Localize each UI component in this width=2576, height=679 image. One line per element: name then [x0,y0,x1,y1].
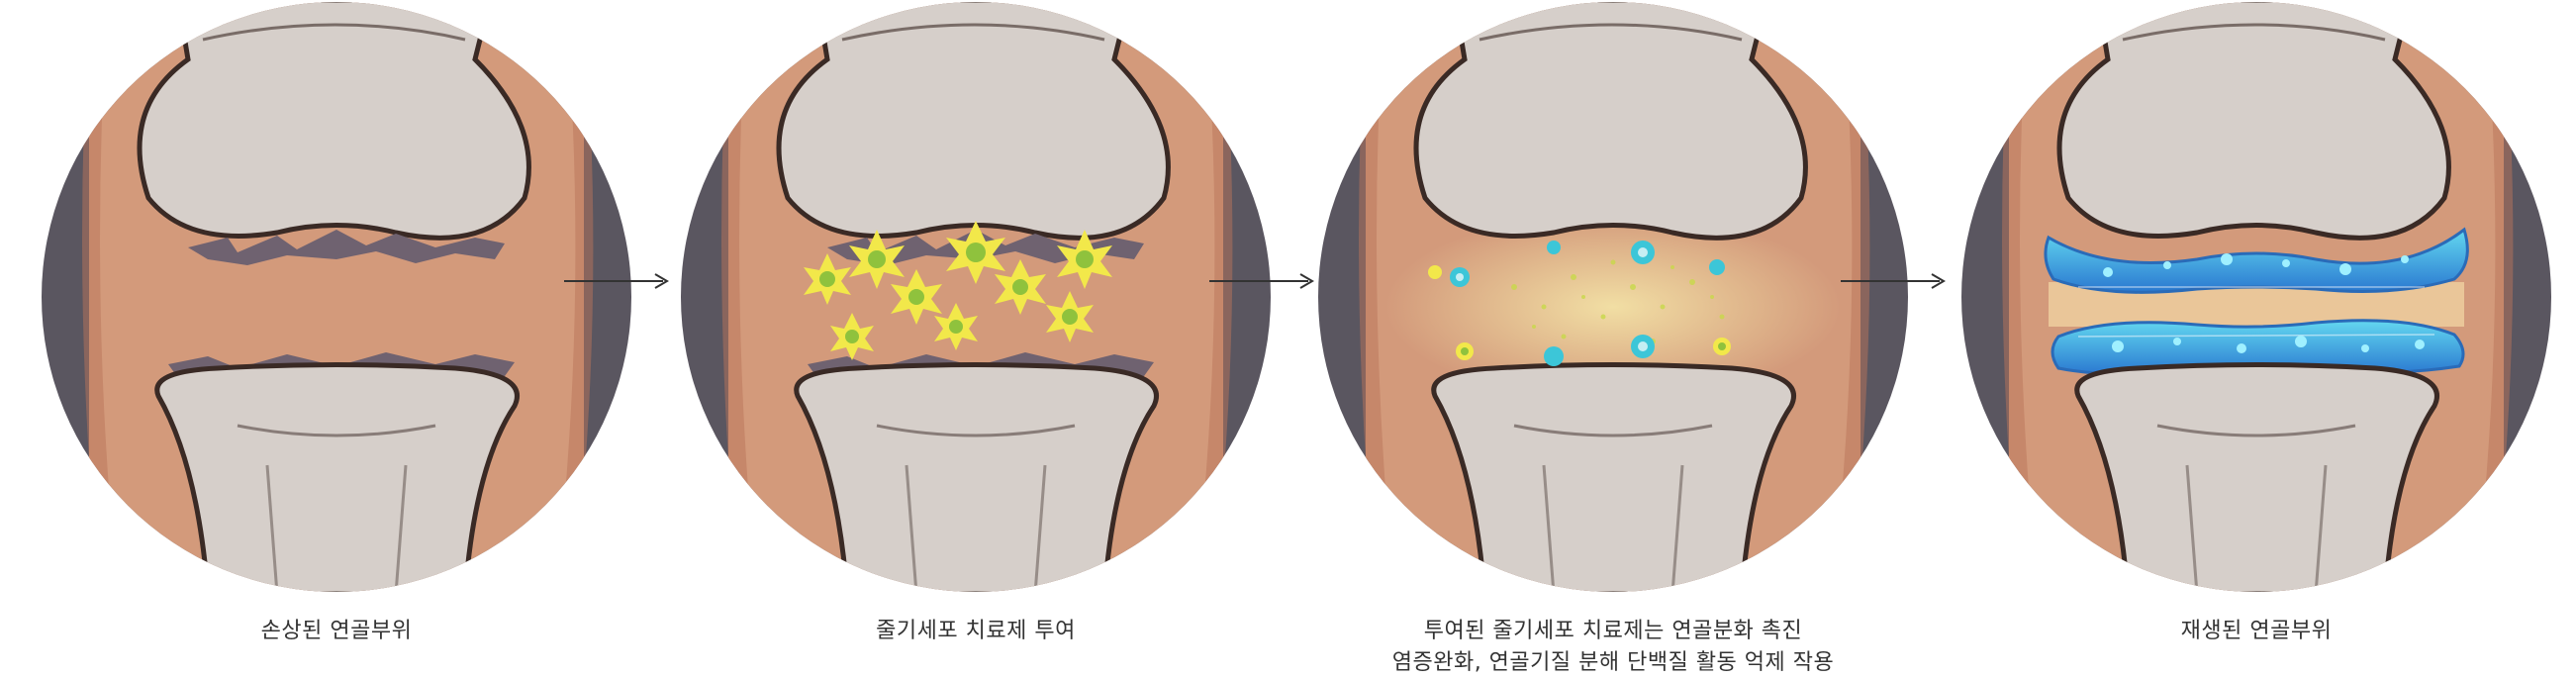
stem-cell-cluster [804,221,1112,360]
caption-4-line-1: 재생된 연골부위 [2180,619,2333,643]
knee-joint-illustration [1961,2,2551,592]
arrow-3 [1841,269,1950,293]
caption-1: 손상된 연골부위 [0,616,683,647]
cartilage-cells [2103,253,2425,353]
panel-regenerated-cartilage [1959,0,2553,594]
upper-cartilage-layer [2044,227,2469,294]
arrow-2 [1209,269,1318,293]
caption-4: 재생된 연골부위 [1910,616,2576,647]
caption-2-line-1: 줄기세포 치료제 투여 [876,619,1076,643]
panel-differentiation [1316,0,1910,594]
caption-2: 줄기세포 치료제 투여 [629,616,1322,647]
caption-3: 투여된 줄기세포 치료제는 연골분화 촉진 염증완화, 연골기질 분해 단백질 … [1267,616,1959,679]
panel-damaged-cartilage [40,0,633,594]
knee-joint-illustration [42,2,631,592]
arrow-1 [564,269,673,293]
knee-joint-illustration [681,2,1271,592]
differentiating-cells [1428,241,1731,366]
panel-stem-cell-injection [679,0,1273,594]
knee-joint-illustration [1318,2,1908,592]
caption-3-line-1: 투여된 줄기세포 치료제는 연골분화 촉진 [1423,619,1803,643]
caption-3-line-2: 염증완화, 연골기질 분해 단백질 활동 억제 작용 [1391,650,1835,675]
speckles [1511,259,1725,344]
caption-1-line-1: 손상된 연골부위 [260,619,413,643]
